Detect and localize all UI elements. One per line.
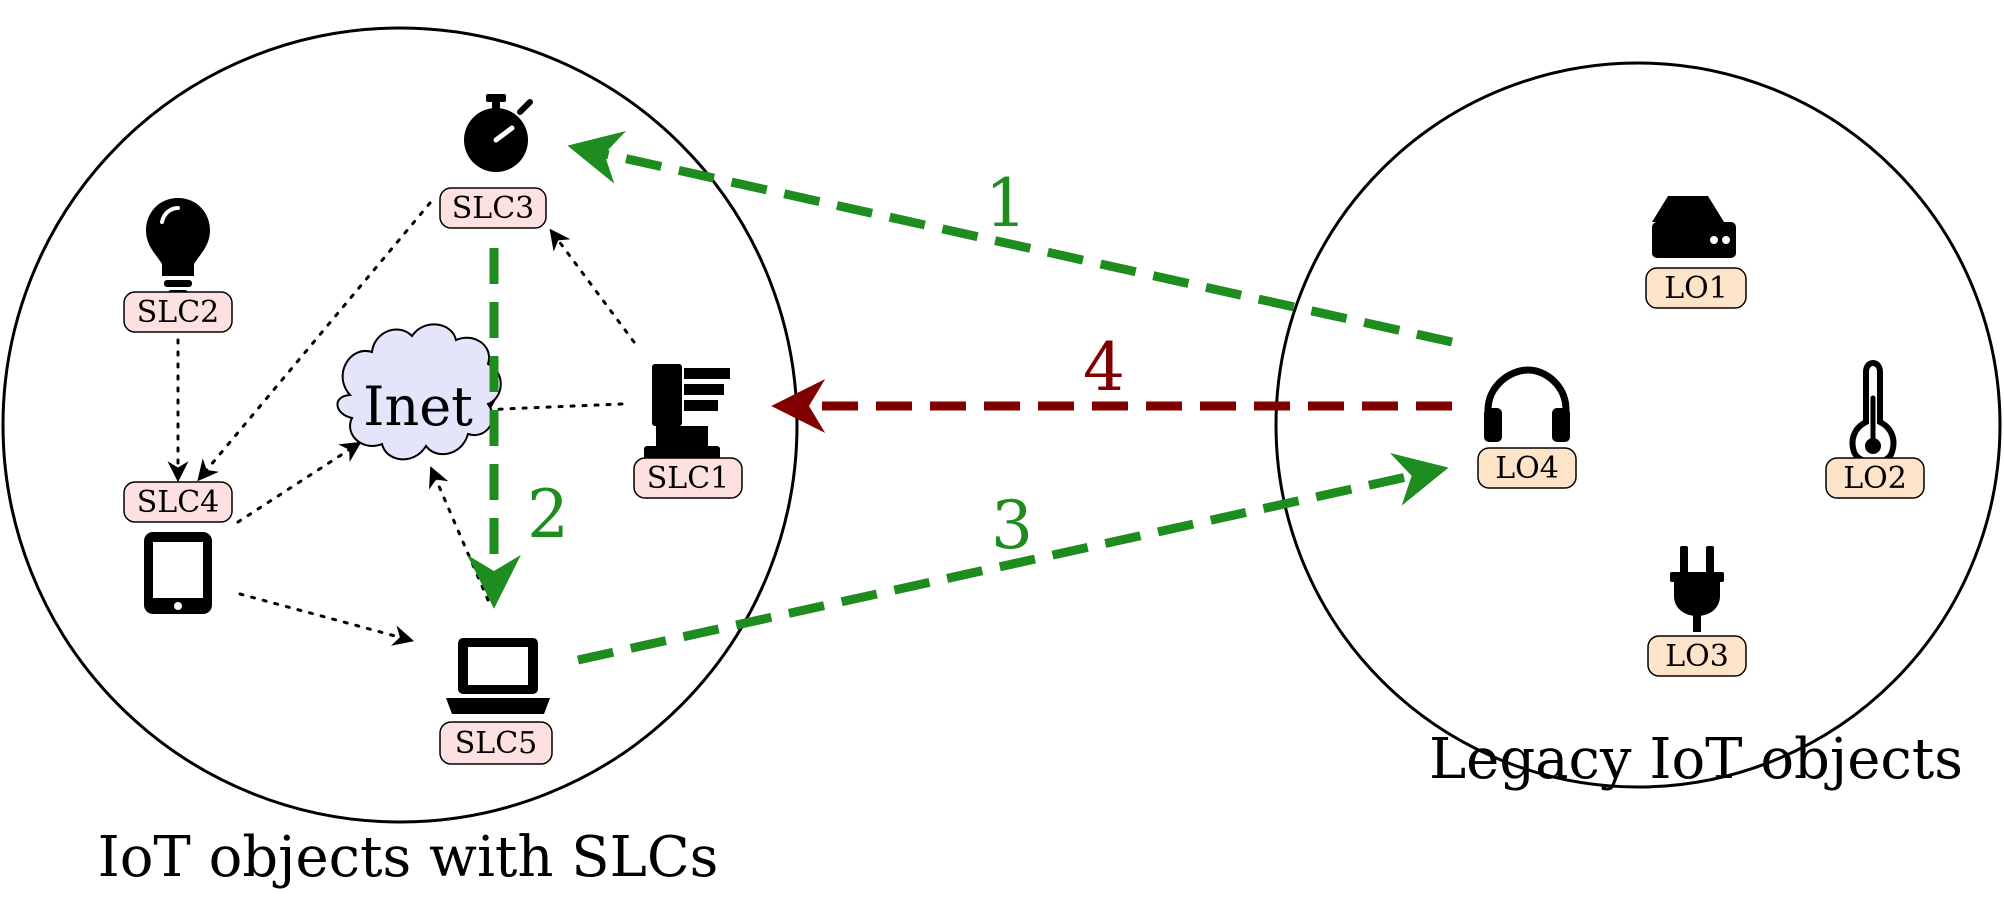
link-slc4-to-inet	[236, 441, 362, 524]
slc2-node[interactable]: SLC2	[123, 198, 233, 333]
internet-cloud: Inet	[336, 323, 502, 461]
lo4-tag: LO4	[1477, 447, 1577, 489]
slc-group-caption: IoT objects with SLCs	[98, 825, 719, 890]
slc2-tag-label: SLC2	[137, 295, 220, 330]
lo2-tag-label: LO2	[1843, 461, 1907, 496]
step-4-label: 4	[1083, 329, 1125, 406]
lo2-tag: LO2	[1825, 457, 1925, 499]
slc2-tag: SLC2	[123, 291, 233, 333]
link-slc5-to-inet	[429, 466, 490, 602]
slc1-node[interactable]: SLC1	[633, 364, 743, 499]
tablet-icon	[144, 532, 212, 614]
lo4-tag-label: LO4	[1495, 451, 1559, 486]
slc5-tag: SLC5	[439, 721, 553, 765]
slc3-tag: SLC3	[439, 187, 547, 229]
lo1-tag-label: LO1	[1664, 271, 1728, 306]
step-3-label: 3	[991, 487, 1033, 564]
lightbulb-icon	[146, 198, 210, 297]
lo2-node[interactable]: LO2	[1825, 360, 1925, 499]
server-icon	[1652, 196, 1736, 258]
slc1-tag-label: SLC1	[647, 461, 730, 496]
slc4-node[interactable]: SLC4	[123, 481, 233, 614]
cloud-label: Inet	[363, 375, 473, 438]
step-arrows	[467, 131, 1453, 665]
desk-phone-icon	[644, 364, 730, 460]
lo3-node[interactable]: LO3	[1647, 546, 1747, 677]
slc1-tag: SLC1	[633, 457, 743, 499]
legacy-group-circle	[1274, 61, 2002, 789]
slc5-tag-label: SLC5	[455, 726, 538, 761]
lo3-tag-label: LO3	[1665, 639, 1729, 674]
slc4-tag-label: SLC4	[137, 485, 220, 520]
lo1-tag: LO1	[1645, 267, 1747, 309]
lo1-node[interactable]: LO1	[1645, 196, 1747, 309]
link-slc3-to-slc4	[197, 201, 432, 482]
slc3-tag-label: SLC3	[452, 191, 535, 226]
legacy-group-caption: Legacy IoT objects	[1429, 727, 1963, 792]
thermometer-icon	[1849, 360, 1897, 466]
stopwatch-icon	[464, 94, 533, 172]
step-3-arrow	[577, 452, 1449, 665]
slc3-node[interactable]: SLC3	[439, 94, 547, 229]
link-slc1-to-inet	[475, 398, 624, 420]
step-2-label: 2	[527, 476, 569, 553]
laptop-icon	[446, 638, 550, 714]
link-slc4-to-slc5	[238, 592, 415, 646]
slc4-tag: SLC4	[123, 481, 233, 523]
step-1-label: 1	[985, 165, 1027, 242]
step-1-arrow	[567, 131, 1453, 347]
headphones-icon	[1484, 366, 1570, 442]
lo4-node[interactable]: LO4	[1477, 366, 1577, 489]
plug-icon	[1670, 546, 1724, 632]
lo3-tag: LO3	[1647, 635, 1747, 677]
link-slc1-to-slc3	[549, 228, 636, 344]
slc5-node[interactable]: SLC5	[439, 638, 553, 765]
